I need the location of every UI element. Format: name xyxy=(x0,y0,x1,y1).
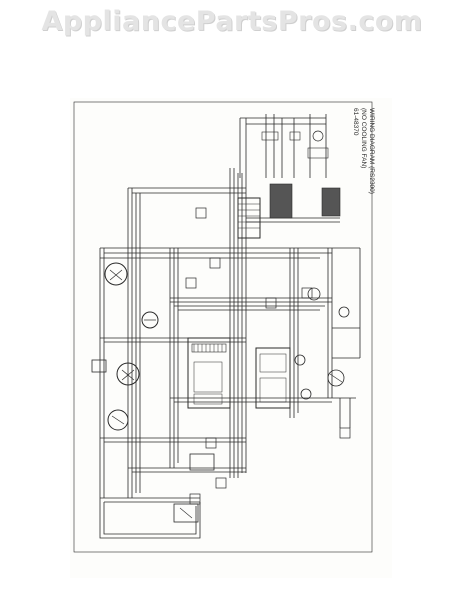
relay-board xyxy=(255,347,291,409)
junction-box xyxy=(91,359,107,373)
diagram-border xyxy=(73,101,373,553)
mid-switch xyxy=(141,311,159,329)
wiring-diagram: WIRING DIAGRAM (RS2300) (NO COOLING FAN)… xyxy=(73,101,375,553)
harness-switches xyxy=(185,207,351,505)
control-board xyxy=(187,337,231,409)
harness-verticals xyxy=(99,168,333,498)
right-branch-wires xyxy=(332,247,361,428)
lower-loop-wire-2 xyxy=(103,502,197,535)
left-burner-switch-upper xyxy=(104,262,128,286)
wiring-diagram-sheet: WIRING DIAGRAM (RS2300) (NO COOLING FAN)… xyxy=(70,98,392,578)
diagram-title: WIRING DIAGRAM (RS2300) xyxy=(368,108,375,194)
diagram-heading: WIRING DIAGRAM (RS2300) (NO COOLING FAN)… xyxy=(352,108,375,194)
watermark-logo: AppliancePartsPros.com xyxy=(41,6,423,37)
terminal-block xyxy=(237,197,261,239)
left-burner-switch-bottom xyxy=(107,409,129,431)
diagram-part-number: 61-48370 xyxy=(352,108,359,136)
left-burner-switch-lower xyxy=(116,362,140,386)
lower-timer xyxy=(173,453,215,523)
diagram-subtitle: (NO COOLING FAN) xyxy=(360,108,367,168)
top-fuses xyxy=(239,114,329,178)
heater-elements xyxy=(269,183,341,219)
right-side-motor xyxy=(294,287,350,400)
lower-loop-wire xyxy=(99,498,201,539)
